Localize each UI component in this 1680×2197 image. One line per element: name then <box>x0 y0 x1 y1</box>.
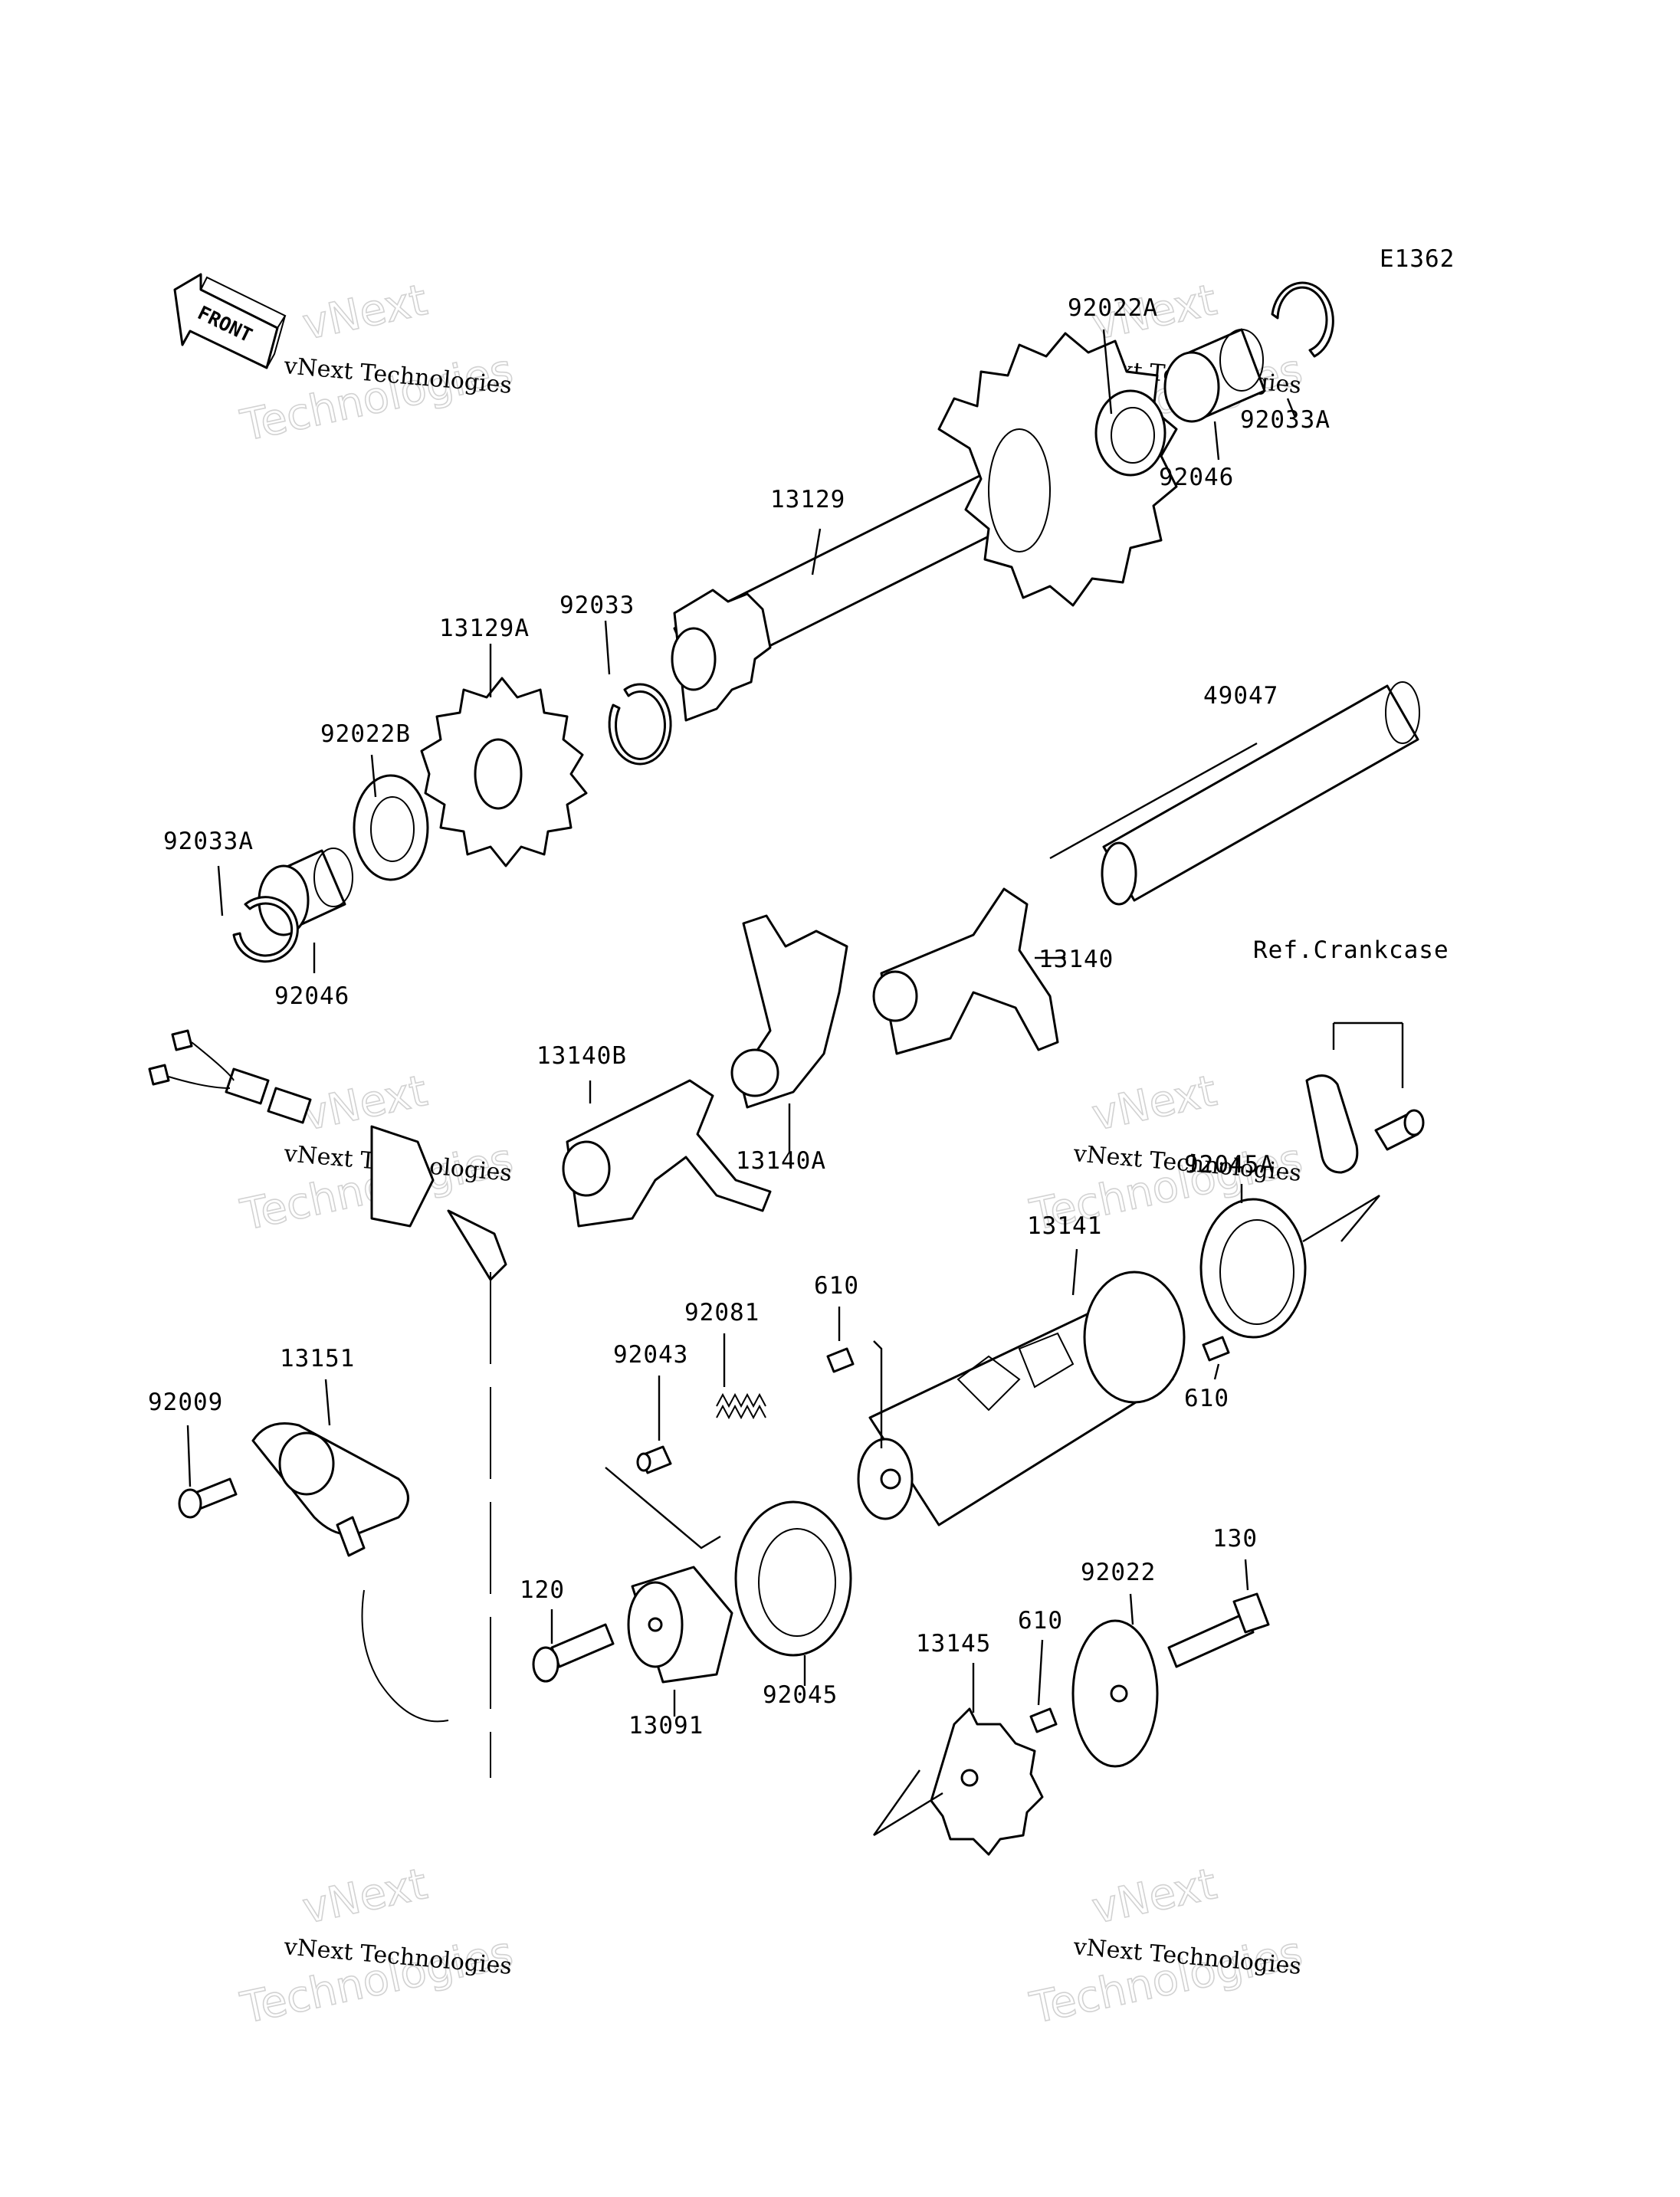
circlip-92033A-left <box>232 896 299 963</box>
label-13091: 13091 <box>628 1712 704 1740</box>
pin-610-bottom <box>1029 1707 1058 1733</box>
bearing-92045A <box>1199 1198 1307 1339</box>
label-92046-left: 92046 <box>274 982 349 1010</box>
label-92033A-left: 92033A <box>163 828 254 855</box>
label-13151: 13151 <box>280 1345 355 1372</box>
label-92022A-top: 92022A <box>1068 294 1158 322</box>
label-13141: 13141 <box>1027 1212 1102 1240</box>
circlip-92033A-top <box>1271 281 1334 358</box>
wiring-connector-icon <box>148 1029 507 1778</box>
bolt-120 <box>532 1623 615 1683</box>
front-arrow-icon: FRONT <box>173 273 287 369</box>
watermark-bottom-left: vNext Technologies vNext Technologies <box>236 1858 518 2034</box>
diagram-code: E1362 <box>1380 245 1455 273</box>
shift-fork-13140B <box>562 1079 772 1228</box>
washer-92022B <box>353 774 429 881</box>
needle-bearing-92046-left <box>258 848 353 936</box>
gear-13129A <box>420 677 588 867</box>
circlip-92033 <box>608 683 672 766</box>
label-92022B: 92022B <box>320 720 411 748</box>
label-92045A: 92045A <box>1184 1151 1275 1179</box>
pin-610-mid <box>826 1347 855 1373</box>
bolt-92009 <box>178 1477 238 1519</box>
cam-13091 <box>627 1566 733 1684</box>
label-130: 130 <box>1212 1525 1258 1553</box>
label-610-mid: 610 <box>814 1272 859 1300</box>
label-13145: 13145 <box>916 1630 991 1658</box>
label-120: 120 <box>520 1576 565 1604</box>
part-labels: 92022A 92033A 92046 13129 13129A 92033 9… <box>148 294 1449 1740</box>
label-13129: 13129 <box>770 486 845 513</box>
pin-610-right <box>1202 1336 1230 1362</box>
label-13140B: 13140B <box>536 1042 627 1070</box>
crankcase-plate-icon <box>1305 1074 1425 1174</box>
washer-92022A-top <box>1094 389 1166 477</box>
pin-92043 <box>636 1445 672 1474</box>
shift-fork-13140A <box>730 914 848 1109</box>
label-13129A: 13129A <box>439 615 530 642</box>
label-ref-crankcase: Ref.Crankcase <box>1253 936 1449 964</box>
watermark-bottom-right: vNext Technologies vNext Technologies <box>1025 1858 1308 2034</box>
label-92033A-top: 92033A <box>1240 406 1331 434</box>
label-13140: 13140 <box>1039 946 1114 973</box>
svg-text:vNext: vNext <box>298 1066 431 1141</box>
switch-13151 <box>251 1422 449 1723</box>
shift-rod-49047 <box>1101 681 1420 906</box>
needle-bearing-92046-top <box>1163 328 1266 423</box>
label-610-bottom: 610 <box>1018 1607 1063 1635</box>
washer-92022 <box>1071 1619 1159 1768</box>
svg-text:vNext: vNext <box>298 275 431 350</box>
stopper-13145 <box>930 1707 1044 1856</box>
label-92022: 92022 <box>1081 1559 1156 1586</box>
label-610-right: 610 <box>1184 1385 1229 1412</box>
label-92046-top: 92046 <box>1159 464 1234 491</box>
spline-end-icon <box>671 589 772 722</box>
label-92045: 92045 <box>763 1681 838 1709</box>
label-92043: 92043 <box>613 1341 688 1369</box>
svg-text:vNext: vNext <box>1088 1859 1221 1934</box>
shift-drum-13141 <box>857 1271 1186 1526</box>
spring-92081 <box>716 1392 766 1420</box>
watermark-top-left: vNext Technologies vNext Technologies <box>236 274 518 451</box>
shift-fork-13140 <box>872 887 1059 1055</box>
bolt-130 <box>1167 1592 1270 1668</box>
svg-text:vNext: vNext <box>1088 1066 1221 1141</box>
bearing-92045 <box>734 1500 852 1657</box>
label-13140A: 13140A <box>736 1147 826 1175</box>
label-49047: 49047 <box>1203 682 1278 710</box>
svg-text:vNext: vNext <box>298 1859 431 1934</box>
label-92081: 92081 <box>684 1299 760 1326</box>
label-92033: 92033 <box>559 592 635 619</box>
label-92009: 92009 <box>148 1389 223 1416</box>
shaft-13129 <box>671 332 1178 722</box>
leader-lines <box>186 329 1404 1837</box>
